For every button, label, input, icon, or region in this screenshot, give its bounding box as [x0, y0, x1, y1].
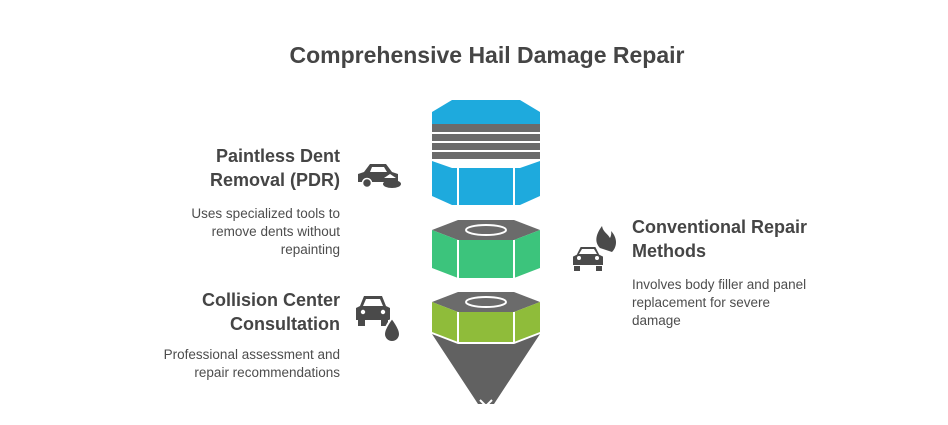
diagram-title: Comprehensive Hail Damage Repair — [289, 42, 685, 68]
stage-3-lime-block — [432, 292, 540, 408]
collision-heading: Collision Center Consultation — [201, 290, 340, 334]
stage-1-blue-block — [432, 100, 540, 205]
collision-description: Professional assessment and repair recom… — [163, 347, 340, 380]
stage-2-green-block — [432, 220, 540, 278]
conventional-description: Involves body filler and panel replaceme… — [632, 277, 807, 328]
pdr-heading: Paintless Dent Removal (PDR) — [209, 146, 340, 190]
car-fire-icon — [571, 226, 617, 271]
conventional-heading: Conventional Repair Methods — [632, 217, 808, 261]
car-dent-icon — [358, 164, 401, 189]
car-oil-drop-icon — [356, 296, 402, 343]
pdr-description: Uses specialized tools to remove dents w… — [191, 206, 340, 257]
